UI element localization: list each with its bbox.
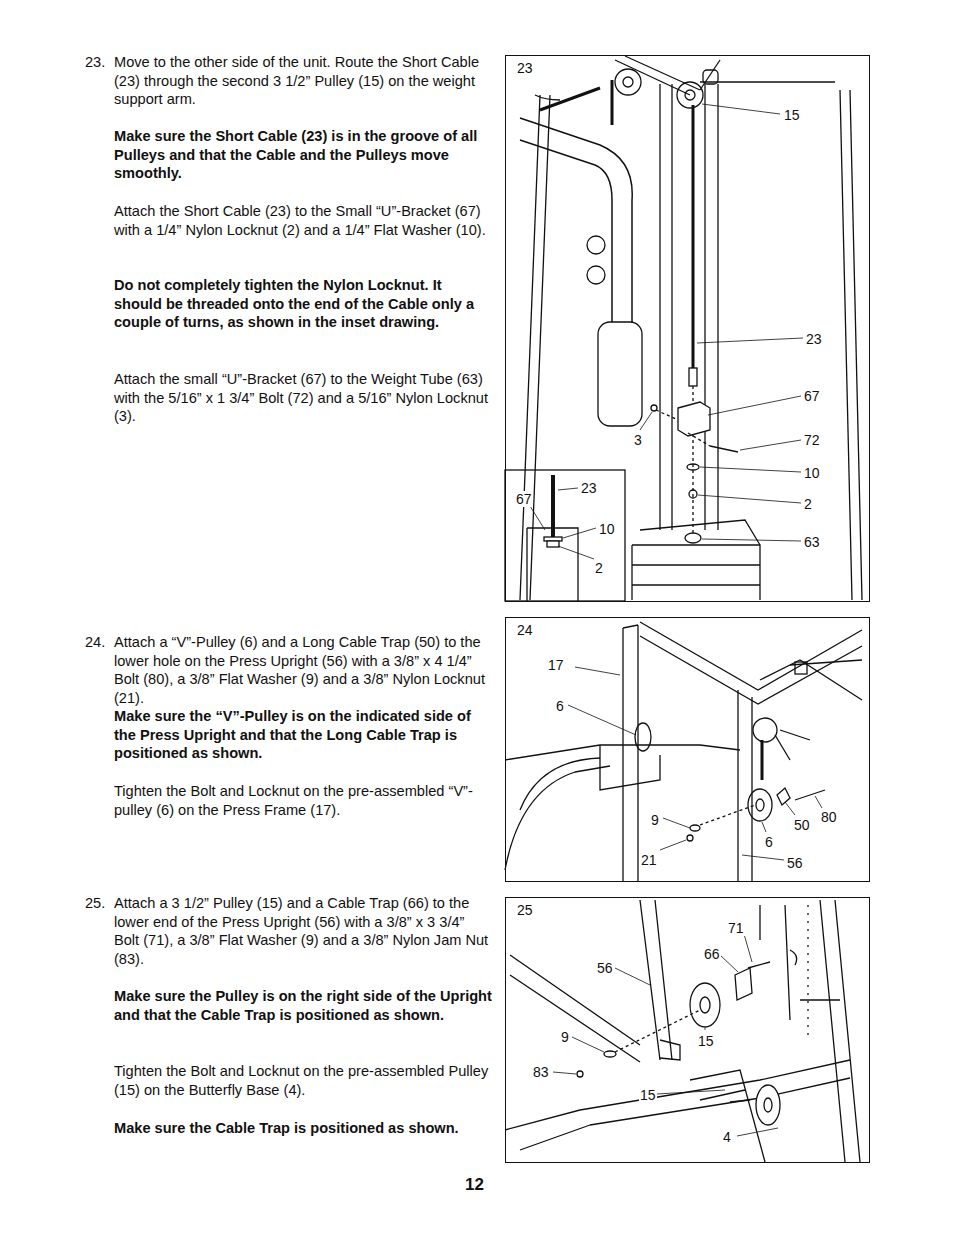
callout-number: 10 — [803, 465, 821, 481]
callout-number: 2 — [594, 560, 604, 576]
callout-number: 9 — [560, 1029, 570, 1045]
callout-number: 6 — [764, 834, 774, 850]
step-number: 24. — [85, 633, 105, 652]
callout-number: 56 — [786, 855, 804, 871]
callout-number: 4 — [722, 1129, 732, 1145]
callout-number: 67 — [803, 388, 821, 404]
callout-number: 10 — [598, 521, 616, 537]
instruction-text: Tighten the Bolt and Locknut on the pre-… — [114, 1062, 492, 1099]
callout-number: 15 — [783, 107, 801, 123]
instruction-text: Make sure the “V”-Pulley is on the indic… — [114, 707, 492, 763]
callout-number: 17 — [547, 657, 565, 673]
callout-number: 15 — [639, 1087, 657, 1103]
callout-number: 67 — [515, 491, 533, 507]
callout-number: 56 — [596, 960, 614, 976]
panel-number: 25 — [517, 902, 533, 918]
callout-number: 23 — [580, 480, 598, 496]
step-number: 25. — [85, 894, 105, 913]
callout-number: 9 — [650, 812, 660, 828]
instruction-text: Do not completely tighten the Nylon Lock… — [114, 276, 492, 332]
page-number: 12 — [465, 1176, 484, 1195]
panel-number: 24 — [517, 622, 533, 638]
instruction-text: Attach the Short Cable (23) to the Small… — [114, 202, 492, 239]
callout-number: 50 — [793, 817, 811, 833]
press-frame-illustration — [505, 622, 862, 881]
callout-number: 6 — [555, 698, 565, 714]
callout-number: 72 — [803, 432, 821, 448]
instruction-text: Attach the small “U”-Bracket (67) to the… — [114, 370, 492, 426]
callout-number: 66 — [703, 946, 721, 962]
instruction-text: Attach a 3 1/2” Pulley (15) and a Cable … — [114, 894, 492, 968]
butterfly-base-illustration — [505, 900, 860, 1162]
callout-number: 21 — [640, 852, 658, 868]
instruction-text: Attach a “V”-Pulley (6) and a Long Cable… — [114, 633, 492, 707]
callout-number: 15 — [697, 1033, 715, 1049]
callout-number: 71 — [727, 920, 745, 936]
callout-number: 3 — [633, 432, 643, 448]
callout-number: 2 — [803, 496, 813, 512]
instruction-text: Make sure the Short Cable (23) is in the… — [114, 127, 492, 183]
callout-number: 80 — [820, 809, 838, 825]
instruction-text: Make sure the Cable Trap is positioned a… — [114, 1119, 492, 1138]
weight-stack-illustration — [505, 56, 862, 601]
illustration-panel: 23 — [505, 55, 870, 602]
callout-number: 23 — [805, 331, 823, 347]
instruction-text: Make sure the Pulley is on the right sid… — [114, 987, 492, 1024]
callout-number: 83 — [532, 1064, 550, 1080]
instruction-text: Tighten the Bolt and Locknut on the pre-… — [114, 782, 492, 819]
panel-number: 23 — [517, 60, 533, 76]
instruction-text: Move to the other side of the unit. Rout… — [114, 53, 492, 109]
step-number: 23. — [85, 53, 105, 72]
callout-number: 63 — [803, 534, 821, 550]
